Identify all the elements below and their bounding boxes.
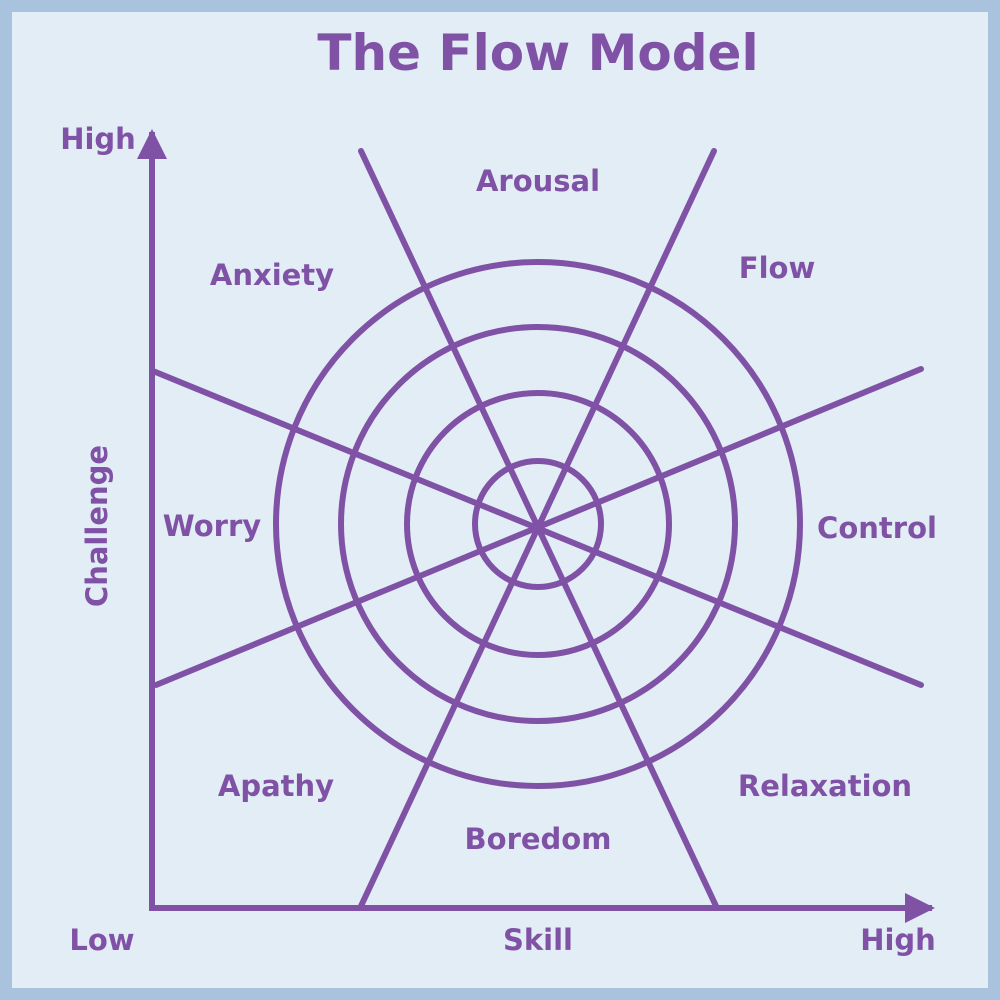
- region-boredom: Boredom: [465, 822, 612, 856]
- x-axis-low-label: Low: [69, 923, 134, 957]
- ring-3: [338, 324, 738, 724]
- diagram-title: The Flow Model: [317, 24, 758, 82]
- region-apathy: Apathy: [218, 769, 334, 803]
- region-flow: Flow: [739, 251, 815, 285]
- ring-1: [472, 458, 604, 590]
- radial-spokes: [150, 148, 924, 909]
- y-axis-high-label: High: [60, 122, 136, 156]
- concentric-rings: [273, 259, 803, 789]
- ring-4: [273, 259, 803, 789]
- region-worry: Worry: [163, 509, 261, 543]
- spoke-apathy-control: [153, 366, 924, 688]
- region-anxiety: Anxiety: [210, 258, 334, 292]
- region-control: Control: [817, 511, 937, 545]
- region-arousal: Arousal: [476, 164, 600, 198]
- diagram-frame: [12, 12, 988, 988]
- ring-2: [404, 390, 672, 658]
- region-relaxation: Relaxation: [738, 769, 912, 803]
- x-axis-high-label: High: [860, 923, 936, 957]
- x-axis-title: Skill: [503, 923, 573, 957]
- y-axis-title: Challenge: [80, 445, 114, 607]
